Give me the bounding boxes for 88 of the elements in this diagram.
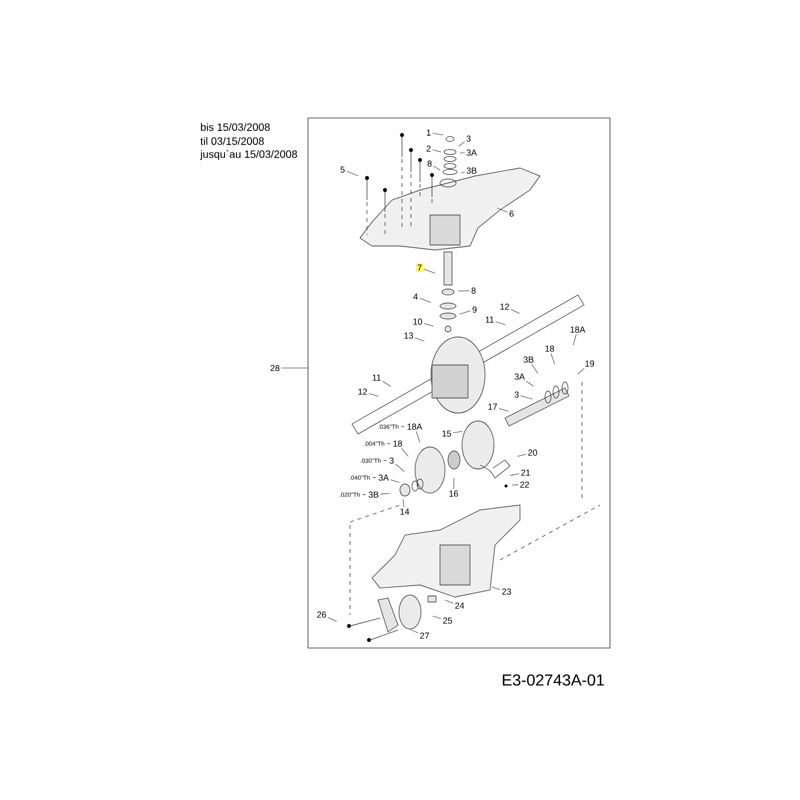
leader-line: [382, 381, 391, 386]
callout-number: 4: [413, 294, 418, 300]
callout-number: 28: [270, 364, 280, 372]
leader-line: [452, 431, 464, 433]
callout-number: 3: [390, 458, 394, 464]
callout-number: 3A: [378, 474, 389, 481]
leader-line: [390, 479, 400, 483]
callout-number: 21: [521, 470, 530, 476]
callout-number: 5: [340, 166, 345, 173]
callout-number: 8: [472, 288, 476, 294]
leader-line: [453, 478, 454, 490]
leader-line: [495, 321, 506, 325]
callout-number: 19: [585, 360, 594, 367]
callout-number: 2: [426, 146, 431, 152]
callout-number: 7: [416, 263, 424, 272]
callout-number: 11: [372, 374, 381, 381]
callout-number: 27: [420, 632, 429, 639]
callout-number: 18: [393, 440, 402, 447]
callout-number: 23: [502, 588, 512, 595]
callout-number: 6: [510, 210, 514, 217]
callout-number: 15: [442, 430, 452, 437]
leader-line: [550, 353, 555, 365]
callout-number: 13: [404, 332, 414, 339]
callout-number: 9: [472, 306, 477, 313]
leader-line: [346, 170, 358, 176]
callout-number: 20: [528, 450, 538, 456]
leader-line: [402, 498, 404, 508]
callout-number: 11: [486, 316, 494, 323]
leader-line: [460, 152, 465, 154]
leader-line: [510, 474, 520, 476]
callout-number: 1: [426, 130, 431, 136]
leader-line: [520, 396, 533, 400]
callout-number: 3B: [466, 168, 476, 174]
callout-number: 3: [514, 392, 519, 398]
callout-number: 8: [428, 160, 432, 167]
callout-number: 14: [400, 508, 410, 515]
callout-number: 25: [443, 618, 452, 624]
leader-line: [531, 364, 538, 374]
leader-line: [577, 368, 585, 374]
leader-line: [328, 617, 337, 622]
leader-line: [414, 338, 424, 342]
callout-number: 18: [545, 346, 554, 352]
frame-box: [308, 118, 610, 648]
leader-line: [380, 493, 390, 494]
leader-line: [460, 172, 465, 174]
callout-number: 10: [413, 318, 422, 325]
callout-number: 22: [520, 482, 529, 488]
leader-line: [432, 133, 444, 136]
leader-line: [496, 208, 508, 212]
leader-line: [433, 166, 440, 170]
leader-line: [432, 616, 442, 619]
leader-line: [572, 334, 577, 346]
leader-line: [512, 484, 518, 486]
callout-number: 3: [466, 136, 471, 142]
date-note: bis 15/03/2008: [200, 123, 270, 131]
leader-line: [498, 408, 509, 412]
callout-number: 24: [455, 602, 464, 609]
leader-line: [423, 268, 436, 274]
leader-line: [458, 141, 465, 146]
callout-number: 3B: [524, 356, 534, 363]
leader-line: [444, 600, 454, 604]
drawing-number: E3-02743A-01: [502, 674, 604, 686]
callout-number: 17: [488, 404, 497, 410]
leader-line: [510, 309, 520, 314]
leader-line: [410, 629, 418, 634]
callout-number: 18A: [408, 424, 422, 430]
callout-number: 3A: [466, 150, 477, 156]
leader-line: [517, 454, 526, 457]
leader-line: [492, 586, 500, 590]
leader-line: [432, 149, 442, 152]
leader-line: [458, 290, 470, 292]
callout-number: 26: [317, 612, 326, 618]
callout-number: 3A: [514, 374, 525, 380]
leader-line: [416, 431, 420, 443]
callout-number: 12: [358, 388, 367, 395]
callout-number: 18A: [570, 326, 586, 333]
leader-line: [526, 381, 534, 386]
leader-line: [419, 298, 432, 303]
leader-line: [424, 323, 434, 326]
leader-line: [459, 310, 471, 314]
leader-line: [395, 464, 404, 472]
callout-number: 12: [500, 304, 509, 310]
date-note: jusqu`au 15/03/2008: [200, 150, 298, 160]
date-note: til 03/15/2008: [200, 137, 264, 145]
leader-line: [368, 393, 379, 397]
leader-line: [401, 448, 409, 457]
callout-number: 16: [449, 490, 458, 497]
callout-number: 3B: [368, 492, 378, 498]
